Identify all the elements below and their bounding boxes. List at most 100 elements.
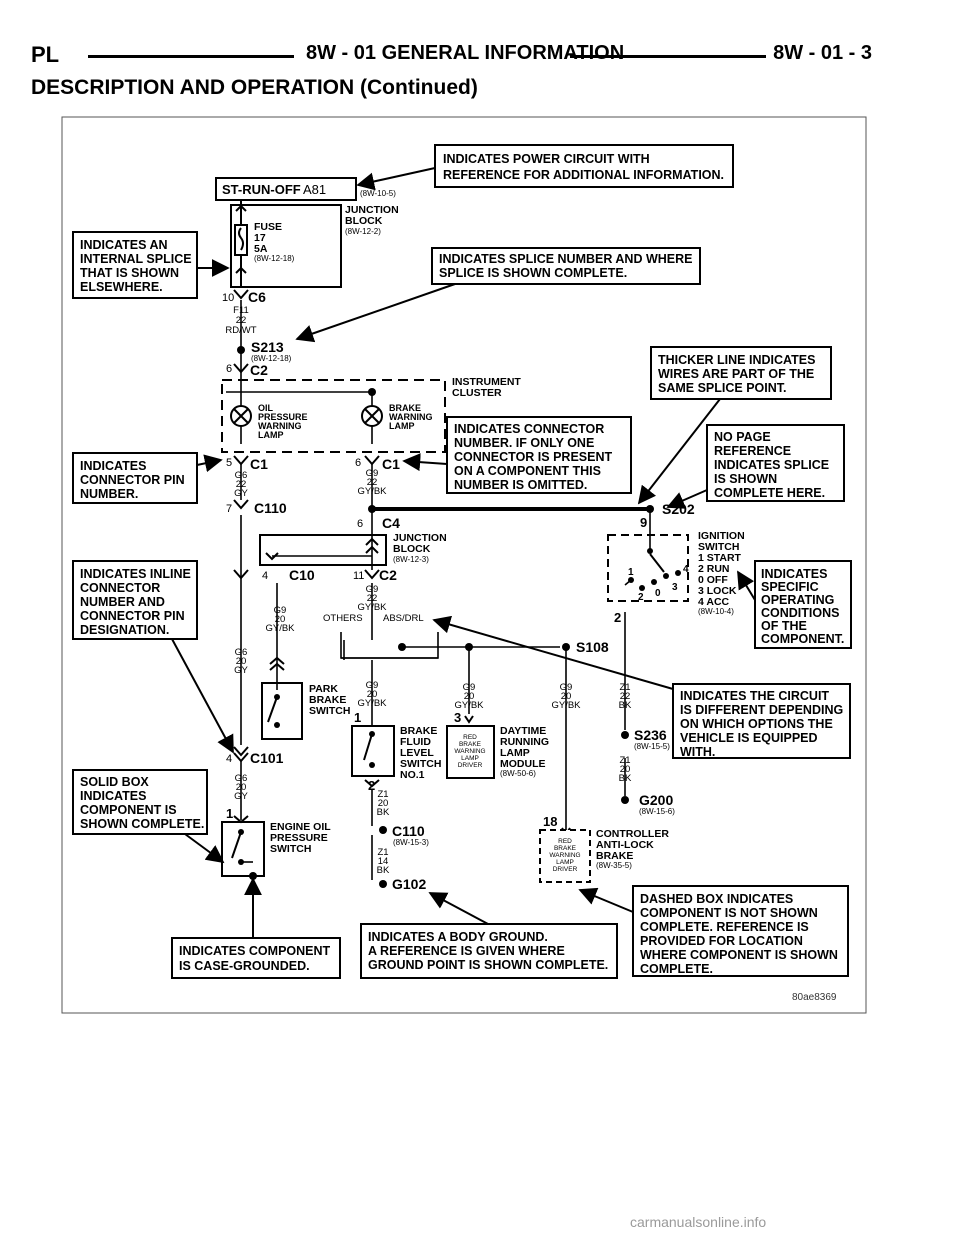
svg-text:7: 7 [226,503,232,515]
svg-text:COMPONENT IS NOT SHOWN: COMPONENT IS NOT SHOWN [640,906,818,920]
svg-text:SOLID BOX: SOLID BOX [80,775,149,789]
svg-text:ABS/DRL: ABS/DRL [383,613,424,624]
callout-line: INDICATES POWER CIRCUIT WITH [443,152,650,166]
svg-text:IS CASE-GROUNDED.: IS CASE-GROUNDED. [179,959,310,973]
svg-text:2: 2 [614,610,621,625]
svg-text:G6: G6 [235,773,248,784]
svg-text:2 RUN: 2 RUN [698,563,730,575]
callout-line: REFERENCE FOR ADDITIONAL INFORMATION. [443,168,724,182]
svg-text:4: 4 [226,753,232,765]
svg-text:Z1: Z1 [377,847,388,858]
svg-text:(8W-10-4): (8W-10-4) [698,607,734,616]
svg-text:S236: S236 [634,727,667,743]
svg-text:C2: C2 [250,362,268,378]
svg-text:OIL: OIL [258,403,274,413]
svg-text:ELSEWHERE.: ELSEWHERE. [80,280,163,294]
instrument-cluster: INSTRUMENT CLUSTER OIL PRESSURE WARNING … [221,376,521,453]
diagram-frame [61,116,867,1014]
svg-text:BRAKE: BRAKE [596,850,633,862]
svg-text:22: 22 [236,315,247,326]
svg-text:JUNCTION: JUNCTION [345,204,399,216]
svg-text:6: 6 [226,363,232,375]
wires [226,300,626,880]
junction-block-top: JUNCTION BLOCK (8W-12-2) [230,204,399,288]
svg-text:G6: G6 [235,647,248,658]
leader-circuit-options [432,615,674,690]
svg-text:17: 17 [254,232,266,244]
svg-text:CONNECTOR PIN: CONNECTOR PIN [80,473,185,487]
svg-text:PRESSURE: PRESSURE [270,832,328,844]
ignition-position-0 [651,579,657,585]
svg-text:INDICATES INLINE: INDICATES INLINE [80,567,191,581]
svg-text:IS SHOWN: IS SHOWN [714,472,777,486]
leader-connector-number [402,453,448,472]
header-rule-right [570,55,766,58]
svg-text:G9: G9 [463,682,476,693]
svg-text:G6: G6 [235,470,248,481]
svg-text:INDICATES COMPONENT: INDICATES COMPONENT [179,944,331,958]
svg-text:BK: BK [619,700,632,711]
svg-text:OTHERS: OTHERS [323,613,363,624]
svg-text:INDICATES: INDICATES [80,459,146,473]
leader-thicker-line [637,398,721,505]
svg-text:SHOWN COMPLETE.: SHOWN COMPLETE. [80,817,204,831]
ground-g200: G200(8W-15-6) [621,792,675,816]
svg-text:PROVIDED FOR LOCATION: PROVIDED FOR LOCATION [640,934,803,948]
svg-text:(8W-12-2): (8W-12-2) [345,227,381,236]
svg-text:BK: BK [377,865,390,876]
svg-text:DRIVER: DRIVER [553,866,578,873]
svg-text:CONNECTOR PIN: CONNECTOR PIN [80,609,185,623]
svg-text:G9: G9 [366,468,379,479]
splice-dot-c4 [368,505,376,513]
svg-text:GY/BK: GY/BK [454,700,484,711]
svg-text:INDICATES AN: INDICATES AN [80,238,168,252]
svg-text:1: 1 [628,567,634,578]
svg-text:A REFERENCE IS GIVEN WHERE: A REFERENCE IS GIVEN WHERE [368,944,565,958]
svg-text:GY/BK: GY/BK [357,486,387,497]
svg-text:Z1: Z1 [377,789,388,800]
svg-text:LEVEL: LEVEL [400,747,434,759]
svg-text:COMPONENT.: COMPONENT. [761,632,844,646]
callout-pin-number: INDICATES CONNECTOR PIN NUMBER. [72,452,198,504]
svg-text:(8W-12-3): (8W-12-3) [393,555,429,564]
svg-text:WARNING: WARNING [549,852,580,859]
svg-text:COMPLETE HERE.: COMPLETE HERE. [714,486,825,500]
svg-text:RED: RED [558,838,572,845]
callout-dashed-box: DASHED BOX INDICATES COMPONENT IS NOT SH… [632,885,849,977]
svg-text:DRIVER: DRIVER [458,762,483,769]
svg-text:IGNITION: IGNITION [698,530,745,542]
svg-text:NUMBER. IF ONLY ONE: NUMBER. IF ONLY ONE [454,436,594,450]
svg-text:4: 4 [683,564,689,575]
svg-text:WHERE COMPONENT IS SHOWN: WHERE COMPONENT IS SHOWN [640,948,838,962]
section-subtitle: DESCRIPTION AND OPERATION (Continued) [31,76,478,99]
ignition-position-3 [663,573,669,579]
leader-inline-connector [171,638,234,754]
callout-inline-connector: INDICATES INLINE CONNECTOR NUMBER AND CO… [72,560,198,640]
watermark: carmanualsonline.info [630,1214,767,1230]
svg-text:5A: 5A [254,243,268,255]
svg-text:COMPONENT IS: COMPONENT IS [80,803,177,817]
svg-text:RED: RED [463,734,477,741]
svg-text:NO PAGE: NO PAGE [714,430,771,444]
page-header: PL 8W - 01 GENERAL INFORMATION 8W - 01 -… [0,0,960,110]
svg-text:RD/WT: RD/WT [225,325,256,336]
svg-text:WARNING: WARNING [389,412,433,422]
svg-text:3: 3 [672,582,678,593]
svg-text:INDICATES: INDICATES [761,567,827,581]
svg-text:20: 20 [620,764,631,775]
svg-text:C4: C4 [382,515,400,531]
svg-text:SWITCH: SWITCH [270,843,311,855]
svg-text:3: 3 [454,710,461,725]
svg-text:C101: C101 [250,750,284,766]
svg-text:S108: S108 [576,639,609,655]
svg-text:COMPLETE. REFERENCE IS: COMPLETE. REFERENCE IS [640,920,809,934]
svg-text:0 OFF: 0 OFF [698,574,728,586]
svg-text:C110: C110 [254,500,287,516]
